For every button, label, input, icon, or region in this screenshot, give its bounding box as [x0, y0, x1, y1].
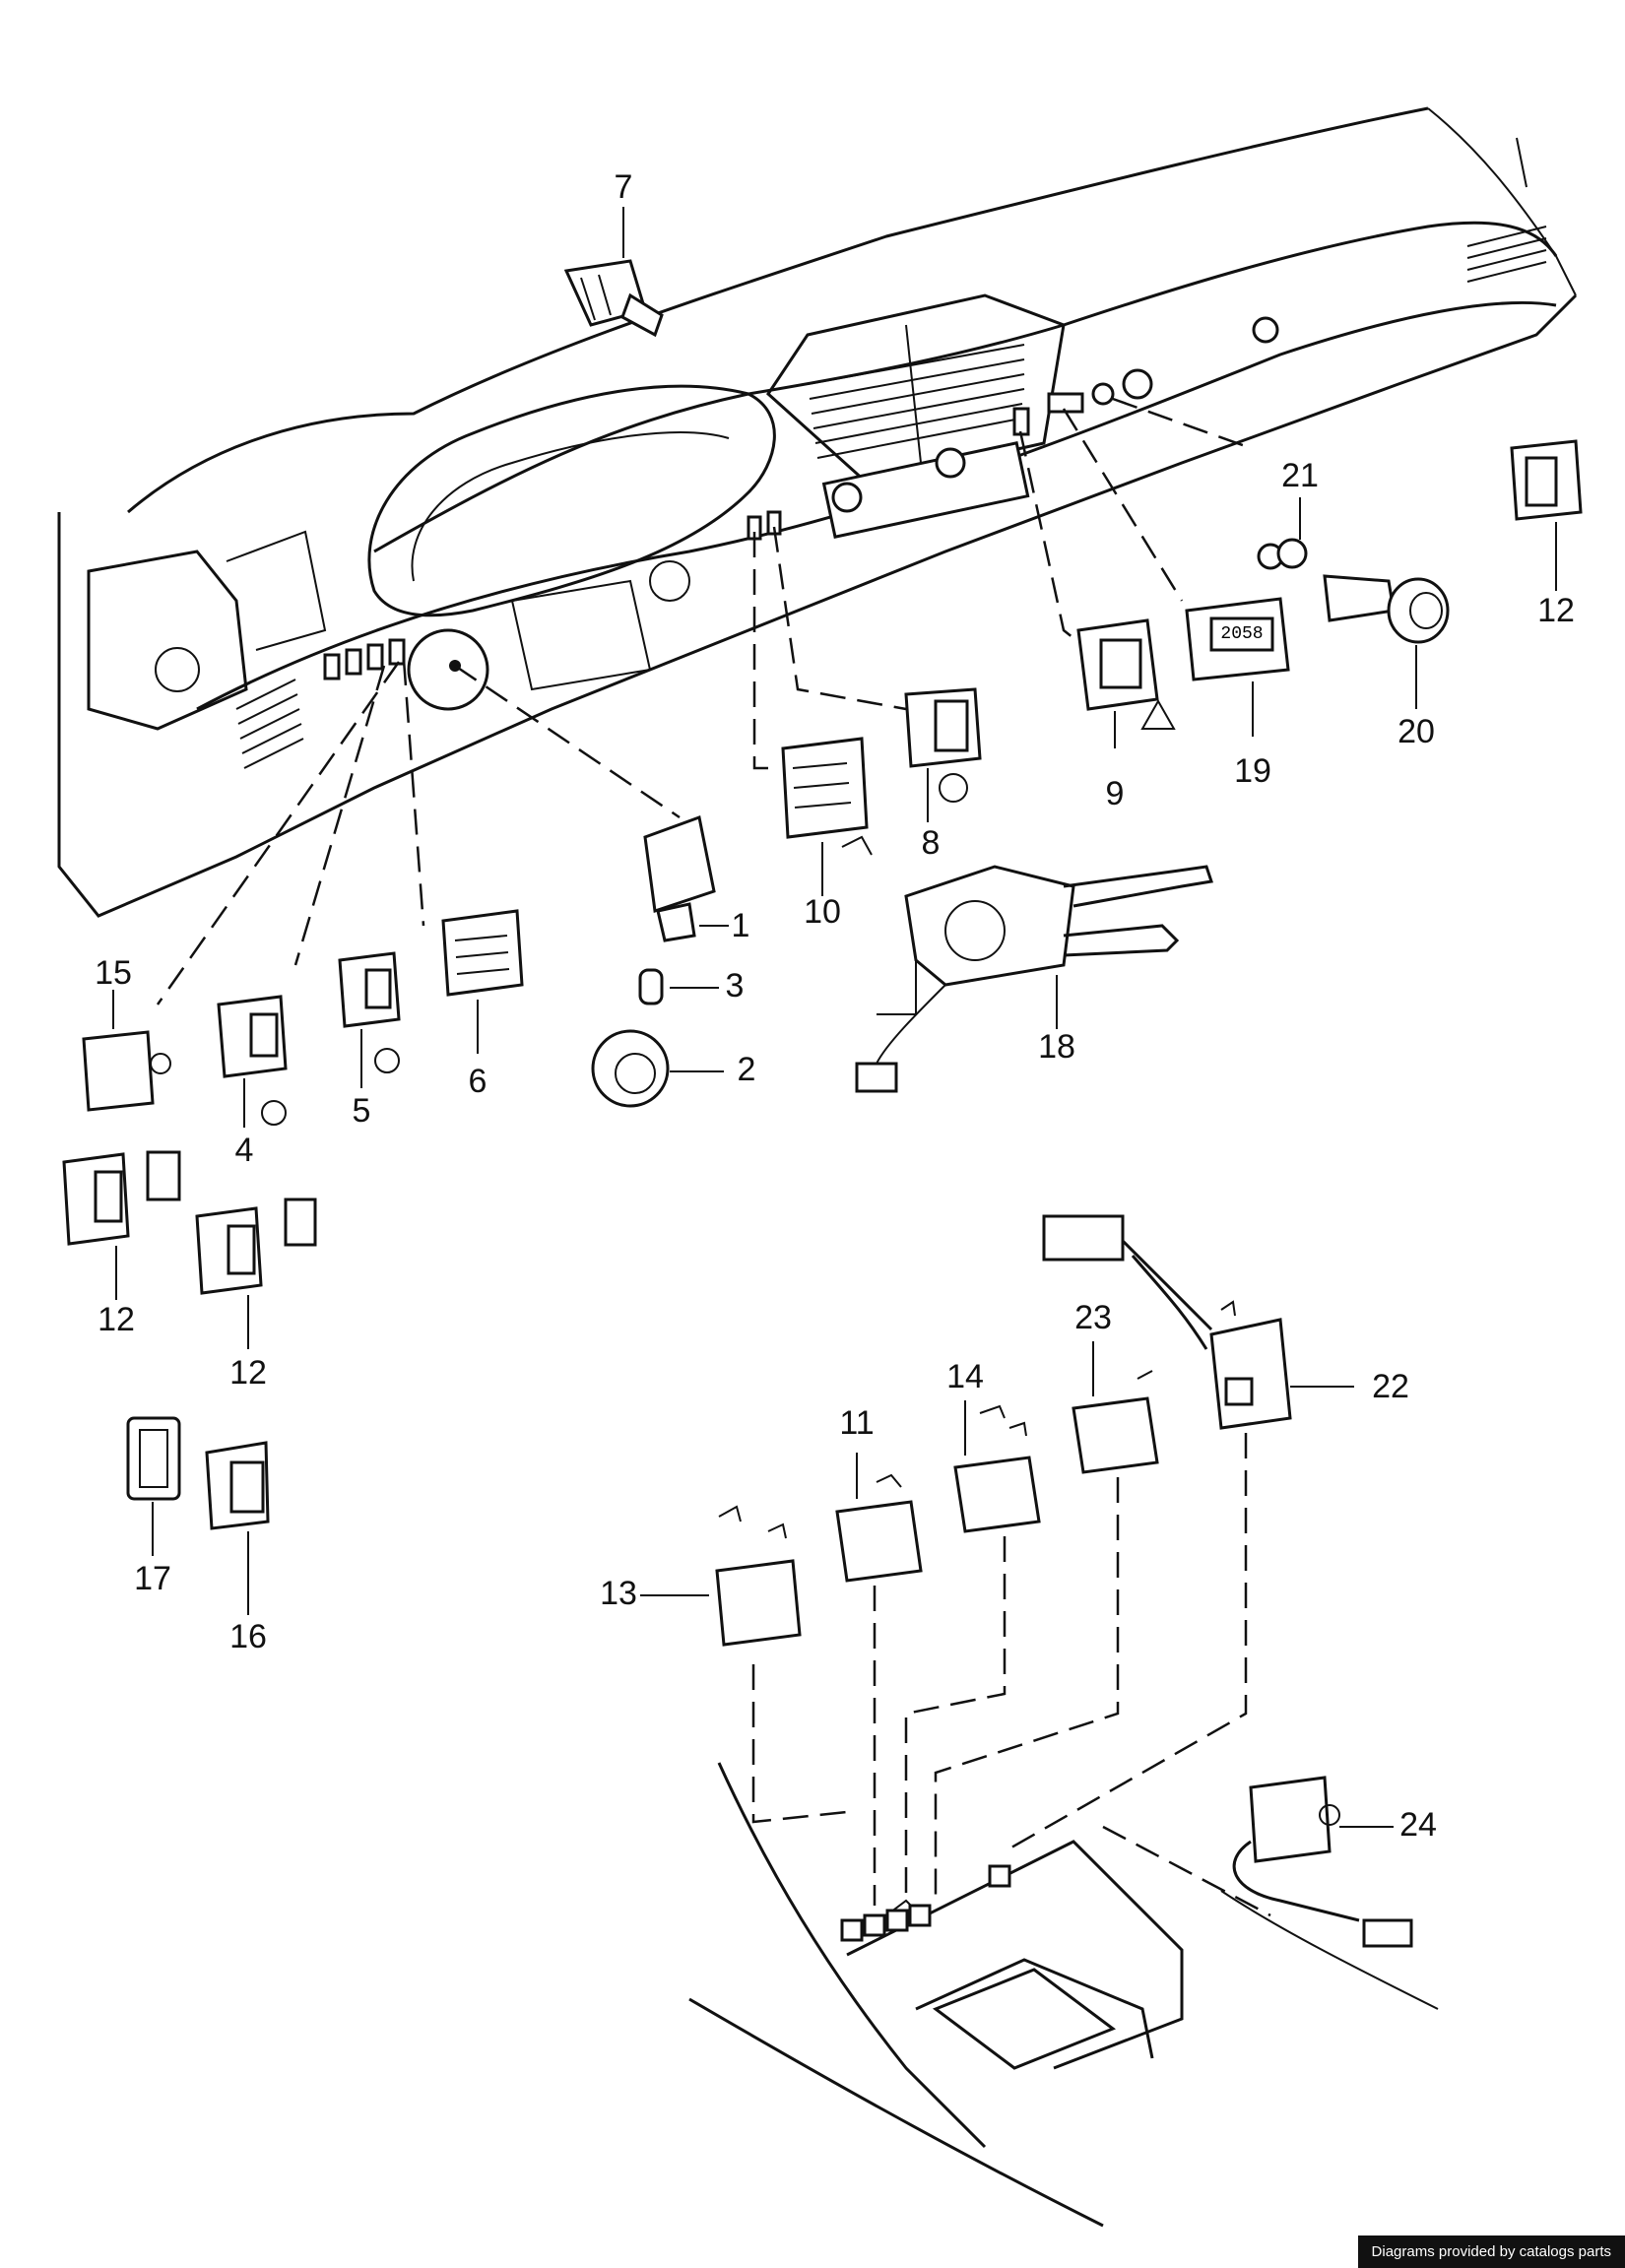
callout-24: 24: [1399, 1806, 1437, 1844]
callout-20: 20: [1398, 713, 1435, 750]
callout-13: 13: [600, 1575, 637, 1612]
part-12-window-switch-middle: [195, 1198, 317, 1295]
callout-1: 1: [732, 907, 750, 944]
part-12-window-switch-upper: [1510, 439, 1583, 521]
part-23-switch: [1072, 1370, 1159, 1474]
part-22-switch-harness: [1042, 1214, 1292, 1430]
part-15-relay: [82, 1030, 171, 1112]
part-2-knob: [591, 1029, 670, 1108]
callout-2: 2: [738, 1051, 756, 1088]
callout-18: 18: [1038, 1028, 1075, 1066]
left-vent-grille: [235, 679, 304, 769]
clock-readout: 2058: [1220, 624, 1263, 644]
callout-12-middle: 12: [229, 1354, 267, 1392]
part-17-frame: [126, 1416, 181, 1501]
part-14-switch: [953, 1404, 1041, 1533]
part-1-ignition: [643, 814, 716, 942]
part-24-control-unit: [1232, 1776, 1413, 1948]
callout-7: 7: [615, 168, 633, 206]
callout-16: 16: [229, 1618, 267, 1655]
part-9-hazard-switch: [1076, 618, 1176, 730]
callout-14: 14: [946, 1358, 984, 1395]
callout-12-left: 12: [98, 1301, 135, 1338]
callout-9: 9: [1106, 775, 1125, 812]
part-5-switch: [338, 951, 401, 1073]
credit-footer: Diagrams provided by catalogs parts: [1357, 2236, 1625, 2268]
part-12-window-switch-left: [62, 1150, 181, 1246]
callout-4: 4: [235, 1132, 254, 1169]
callout-12-upper: 12: [1537, 592, 1575, 629]
callout-22: 22: [1372, 1368, 1409, 1405]
part-16-switch: [205, 1441, 270, 1530]
callout-5: 5: [353, 1092, 371, 1130]
part-4-switch: [217, 995, 288, 1126]
part-18-combination-switch: [855, 865, 1213, 1093]
callout-10: 10: [804, 893, 841, 931]
callout-23: 23: [1074, 1299, 1112, 1336]
part-7-lamp-socket: [563, 259, 664, 338]
callout-8: 8: [922, 824, 941, 862]
right-vent-grille: [1466, 226, 1547, 283]
part-20-lighter: [1323, 574, 1450, 644]
part-6-light-switch: [441, 909, 524, 997]
center-console: [688, 1762, 1439, 2228]
part-11-switch: [835, 1473, 923, 1583]
callout-11: 11: [839, 1404, 874, 1442]
part-8-switch: [904, 687, 982, 803]
console-leader-lines: [751, 1433, 1271, 1917]
callout-labels: 7 21 12 1 3 2 10 8 9 19 20 15 4 5 6 18 1…: [95, 168, 1575, 1844]
part-21-screw: [1257, 538, 1308, 570]
dashboard-outline: [57, 106, 1578, 918]
part-3-bulb: [638, 968, 664, 1005]
callout-17: 17: [134, 1560, 171, 1597]
part-10-switch: [781, 737, 873, 856]
callout-21: 21: [1281, 457, 1319, 494]
callout-19: 19: [1234, 752, 1271, 790]
callout-6: 6: [469, 1063, 488, 1100]
part-13-switch: [715, 1505, 802, 1647]
vent-louvers: [807, 324, 1025, 464]
callout-3: 3: [726, 967, 745, 1004]
callout-15: 15: [95, 954, 132, 992]
part-19-clock: 2058: [1185, 597, 1290, 681]
